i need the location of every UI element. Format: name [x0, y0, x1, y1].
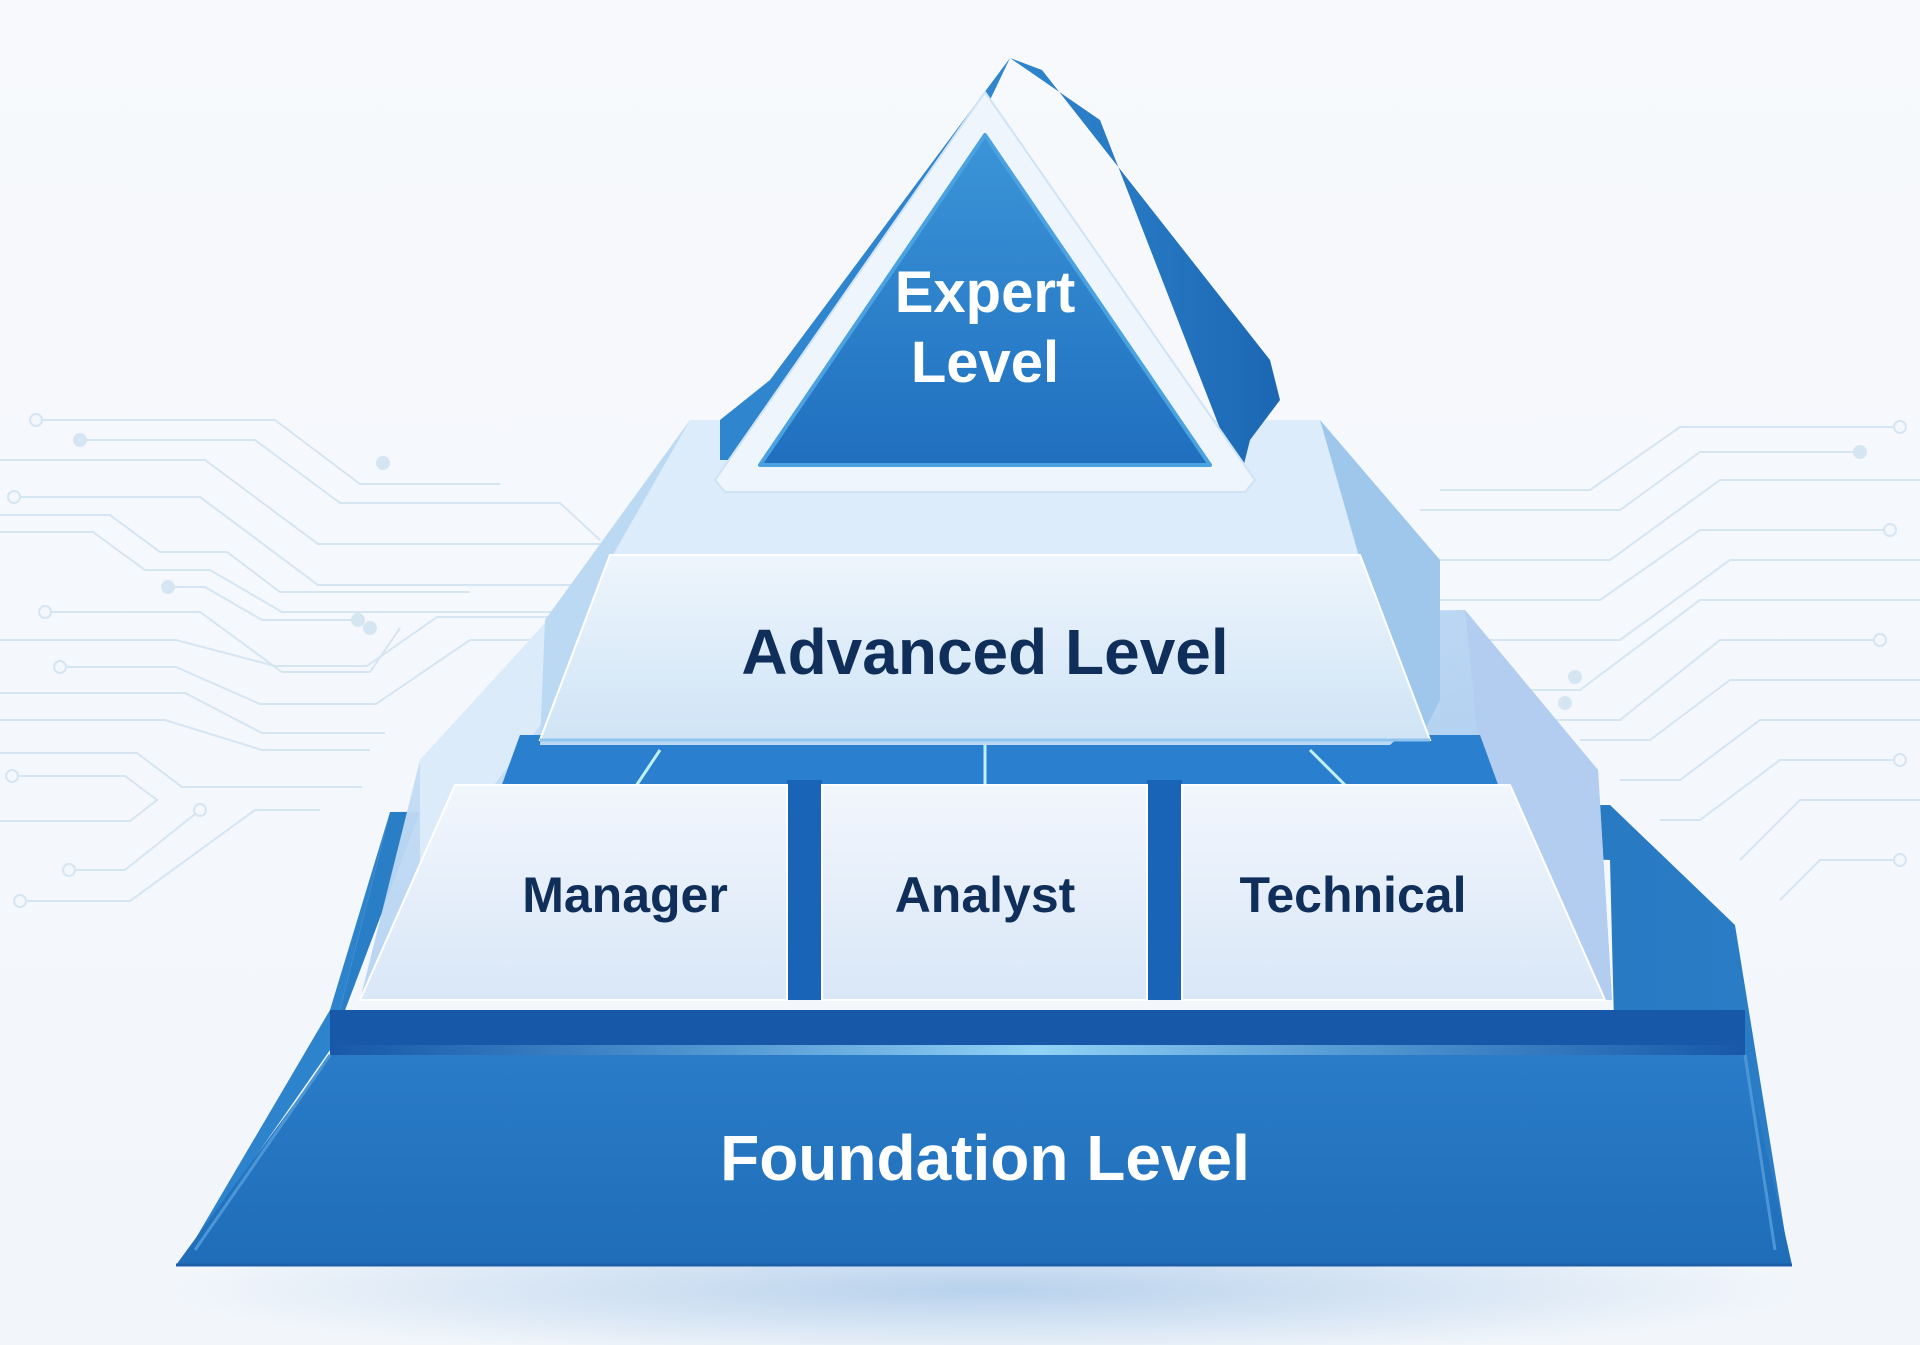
expert-label-line1: Expert	[894, 260, 1076, 325]
expert-label-line2: Level	[910, 330, 1060, 395]
circuit-lines-left	[0, 413, 620, 908]
technical-label: Technical	[1239, 867, 1467, 923]
analyst-block	[821, 784, 1148, 1001]
manager-label: Manager	[522, 867, 728, 923]
circuit-lines-right	[1420, 420, 1920, 901]
technical-block	[1181, 784, 1607, 1001]
expert-level-block	[714, 58, 1280, 493]
analyst-label: Analyst	[894, 867, 1076, 923]
manager-block	[358, 784, 788, 1001]
foundation-level-label: Foundation Level	[720, 1122, 1250, 1194]
advanced-level-label: Advanced Level	[741, 616, 1229, 688]
advanced-level-block	[538, 420, 1440, 745]
expert-level-label: Expert Level	[895, 258, 1076, 398]
